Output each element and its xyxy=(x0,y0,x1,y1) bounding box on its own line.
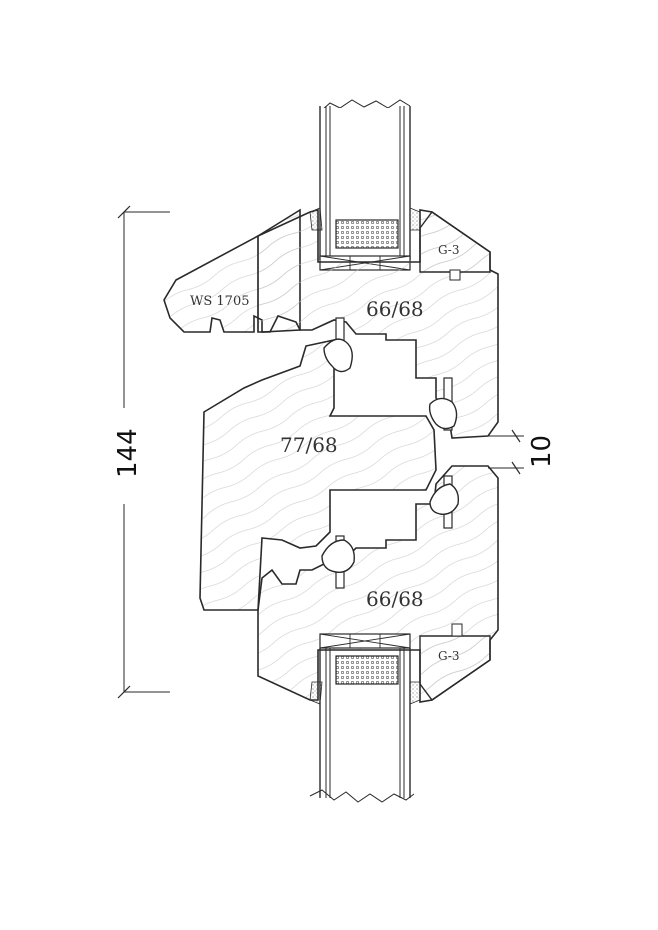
gap-dimension-label: 10 xyxy=(527,435,557,468)
upper-glazing-bead xyxy=(419,211,491,281)
overall-dimension-label: 144 xyxy=(113,428,143,478)
upper-bead-label: G-3 xyxy=(438,243,460,257)
upper-sash-label: 66/68 xyxy=(366,297,424,321)
middle-frame-label: 77/68 xyxy=(280,433,338,457)
lower-inner-gasket xyxy=(429,475,460,529)
middle-frame-profile xyxy=(199,339,437,611)
lower-bead-label: G-3 xyxy=(438,649,460,663)
overall-dimension-line xyxy=(117,205,170,699)
upper-outer-gasket xyxy=(323,317,353,373)
lower-glazing-bead xyxy=(419,623,491,701)
lower-outer-gasket xyxy=(321,535,355,589)
weatherboard-label: WS 1705 xyxy=(190,294,249,309)
upper-glass-pane xyxy=(319,99,411,271)
upper-inner-gasket xyxy=(428,377,458,431)
lower-sash-label: 66/68 xyxy=(366,587,424,611)
lower-glass-pane xyxy=(309,633,415,803)
gap-dimension-line xyxy=(488,429,524,475)
